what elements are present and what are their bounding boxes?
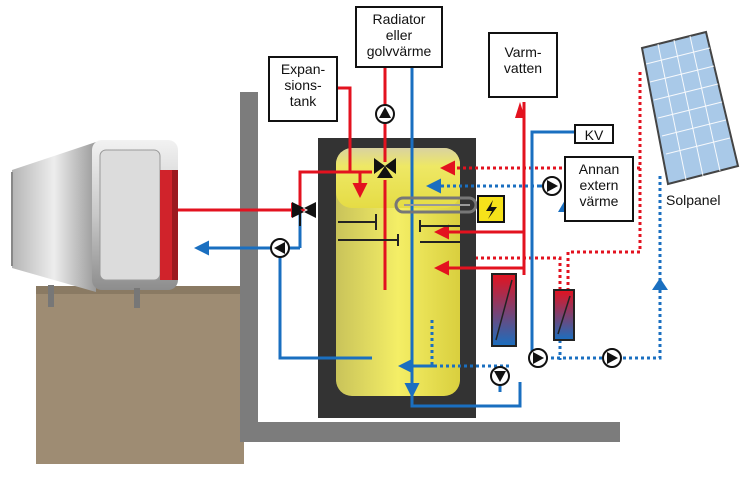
mixing-valve-icon [292, 202, 316, 226]
pump-icon [528, 348, 548, 368]
label-solar-panel: Solpanel [666, 192, 721, 208]
heat-exchanger-icon [491, 273, 517, 347]
pump-icon [542, 176, 562, 196]
pump-icon [375, 104, 395, 124]
ground [36, 92, 620, 464]
heat-exchanger-icon [394, 196, 478, 214]
label-radiator: Radiator eller golvvärme [355, 6, 443, 68]
solar-panel-icon [640, 30, 740, 186]
label-cold-water: KV [574, 124, 614, 144]
label-hot-water: Varm- vatten [488, 32, 558, 98]
label-other-external-heat: Annan extern värme [564, 156, 634, 222]
arrow-icon [652, 278, 668, 290]
house-floor [240, 422, 620, 442]
storage-tank [318, 138, 476, 418]
electric-heater-icon [477, 195, 505, 223]
heat-pump-icon [11, 140, 178, 308]
cold-dotted-pipes [426, 176, 662, 368]
pump-icon [602, 348, 622, 368]
mixing-valve-icon [374, 158, 396, 178]
pump-icon [270, 238, 290, 258]
label-expansion-tank: Expan- sions- tank [268, 56, 338, 122]
house-wall [240, 92, 258, 442]
internal-pipes [338, 214, 460, 246]
pump-icon [490, 366, 510, 386]
